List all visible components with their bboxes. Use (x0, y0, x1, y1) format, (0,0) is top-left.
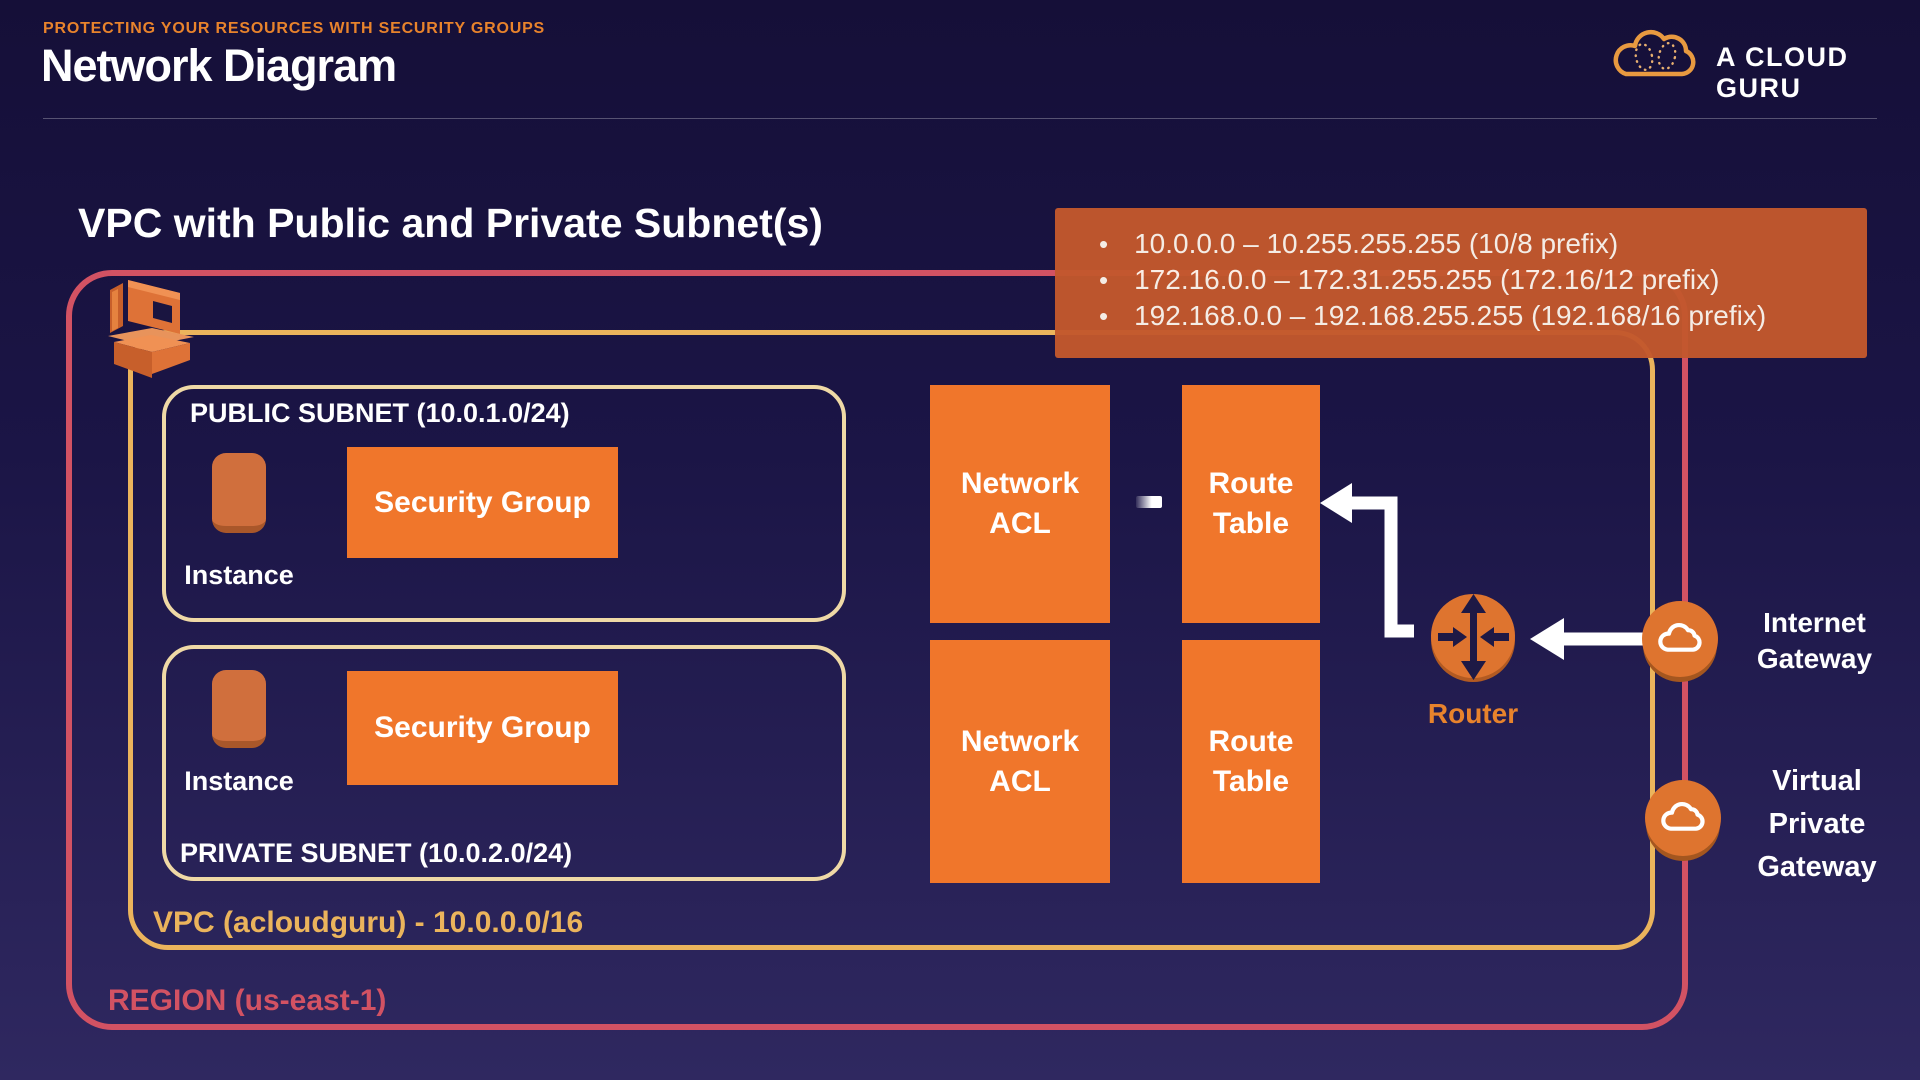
cidr-item: 172.16.0.0 – 172.31.255.255 (172.16/12 p… (1099, 264, 1867, 300)
instance-icon (212, 453, 266, 533)
public-subnet-label: PUBLIC SUBNET (10.0.1.0/24) (190, 398, 570, 428)
cidr-callout: 10.0.0.0 – 10.255.255.255 (10/8 prefix) … (1055, 208, 1867, 358)
acl-route-table-connector (1136, 496, 1162, 508)
private-subnet-boundary (162, 645, 846, 881)
acg-cloud-logo-icon (1613, 29, 1696, 77)
virtual-private-gateway-label: Virtual Private Gateway (1757, 765, 1877, 883)
diagram-title: VPC with Public and Private Subnet(s) (78, 200, 823, 246)
instance-icon (212, 670, 266, 748)
vpc-label: VPC (acloudguru) - 10.0.0.0/16 (153, 906, 584, 939)
header-divider (43, 118, 1877, 119)
instance-label: Instance (184, 560, 294, 590)
network-acl-node: Network ACL (930, 640, 1110, 883)
region-label: REGION (us-east-1) (108, 984, 387, 1017)
page-title: Network Diagram (41, 40, 397, 91)
brand-name: A CLOUD GURU (1716, 42, 1849, 103)
route-table-node: Route Table (1182, 640, 1320, 883)
network-acl-node: Network ACL (930, 385, 1110, 623)
instance-label: Instance (184, 766, 294, 796)
internet-gateway-label: Internet Gateway (1756, 607, 1873, 674)
public-subnet-boundary (162, 385, 846, 622)
cloud-icon (1661, 802, 1705, 831)
internet-gateway-icon (1642, 601, 1718, 677)
router-icon (1431, 594, 1515, 682)
virtual-private-gateway-icon (1645, 780, 1721, 856)
cidr-item: 10.0.0.0 – 10.255.255.255 (10/8 prefix) (1099, 228, 1867, 264)
security-group-node: Security Group (347, 671, 618, 785)
security-group-node: Security Group (347, 447, 618, 558)
cloud-icon (1658, 623, 1702, 652)
vpc-icon (108, 280, 194, 378)
private-subnet-label: PRIVATE SUBNET (10.0.2.0/24) (180, 838, 573, 868)
eyebrow-text: PROTECTING YOUR RESOURCES WITH SECURITY … (43, 20, 546, 37)
router-label: Router (1427, 698, 1519, 729)
route-table-node: Route Table (1182, 385, 1320, 623)
cidr-item: 192.168.0.0 – 192.168.255.255 (192.168/1… (1099, 300, 1867, 336)
